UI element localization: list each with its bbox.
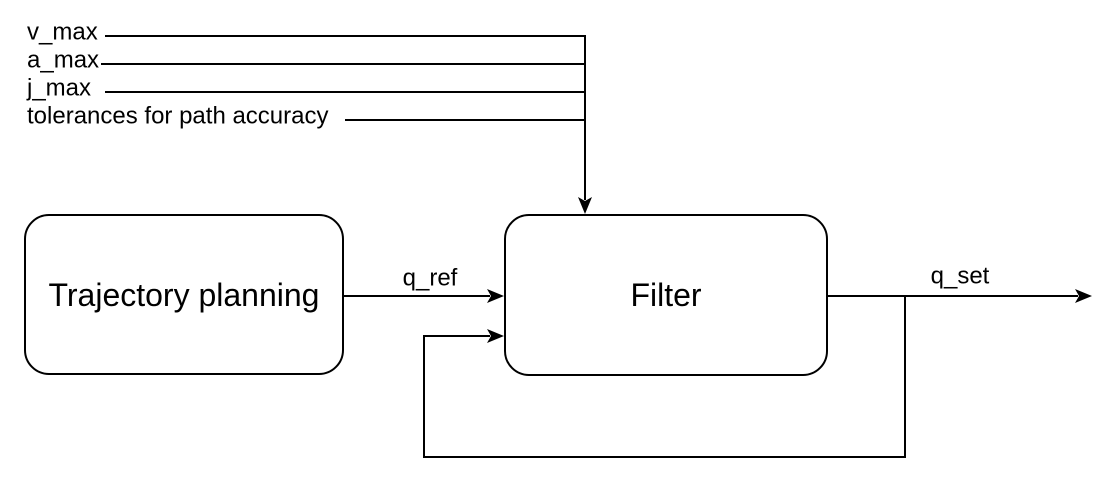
feedback-loop [423, 296, 906, 458]
parameter-input-amax: a_max [27, 47, 586, 74]
jmax-label: j_max [26, 75, 91, 102]
parameters-arrow-into-filter [578, 36, 592, 214]
right-arrowhead-icon [1075, 289, 1092, 303]
amax-label: a_max [27, 47, 99, 74]
down-arrowhead-icon [578, 197, 592, 214]
trajectory-planning-title: Trajectory planning [49, 277, 320, 313]
qref-label: q_ref [403, 265, 458, 292]
qset-label: q_set [931, 263, 990, 290]
qref-arrow: q_ref [343, 265, 504, 303]
tolerances-label: tolerances for path accuracy [27, 103, 329, 130]
filter-title: Filter [630, 277, 701, 313]
vmax-label: v_max [27, 19, 98, 46]
right-arrowhead-icon [487, 329, 504, 343]
parameter-input-tolerances: tolerances for path accuracy [27, 103, 586, 130]
trajectory-planning-box [24, 214, 344, 375]
feedback-wire [423, 296, 906, 458]
block-filter: Filter [504, 214, 828, 376]
parameter-input-jmax: j_max [26, 75, 586, 102]
qset-arrow: q_set [827, 263, 1092, 303]
block-trajectory-planning: Trajectory planning [24, 214, 344, 375]
right-arrowhead-icon [487, 289, 504, 303]
parameter-input-vmax: v_max [27, 19, 586, 46]
